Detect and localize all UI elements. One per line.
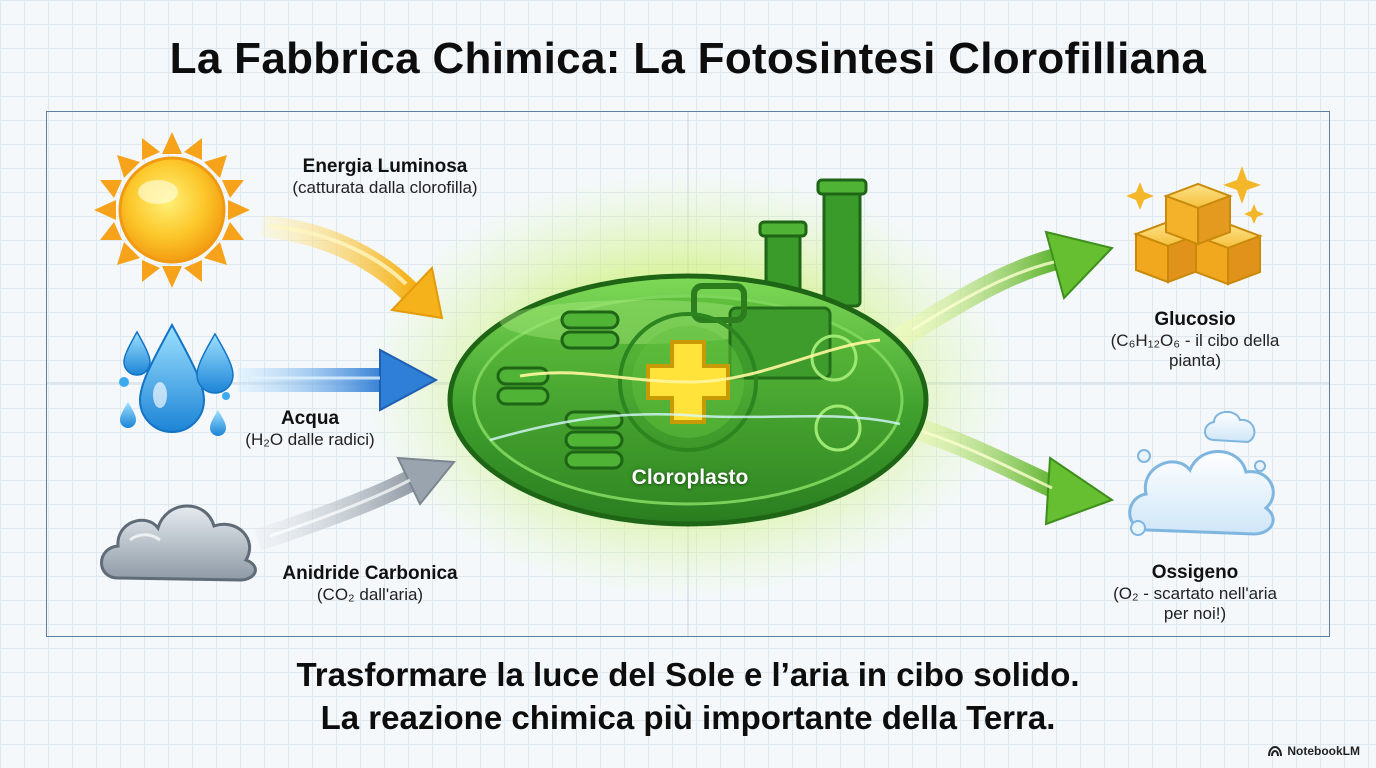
co2-name: Anidride Carbonica xyxy=(282,563,458,584)
water-name: Acqua xyxy=(280,408,340,429)
glucose-name: Glucosio xyxy=(1154,309,1236,330)
label-co2: Anidride Carbonica (CO₂ dall'aria) xyxy=(250,563,490,605)
glucose-detail-1: (C₆H₁₂O₆ - il cibo della xyxy=(1110,331,1280,350)
oxygen-name: Ossigeno xyxy=(1151,562,1239,583)
brand-watermark: NotebookLM xyxy=(1267,744,1360,758)
light-detail: (catturata dalla clorofilla) xyxy=(292,178,478,197)
arrow-light-in xyxy=(260,215,444,320)
oxygen-detail-1: (O₂ - scartato nell'aria xyxy=(1113,584,1277,603)
page-title: La Fabbrica Chimica: La Fotosintesi Clor… xyxy=(169,34,1207,83)
arrow-co2-in xyxy=(254,456,456,551)
oxygen-detail-2: per noi!) xyxy=(1163,604,1227,623)
chloroplast-label: Cloroplasto xyxy=(631,466,749,489)
label-light: Energia Luminosa (catturata dalla clorof… xyxy=(250,156,520,198)
notebooklm-logo-icon xyxy=(1268,745,1283,757)
label-glucose: Glucosio (C₆H₁₂O₆ - il cibo della pianta… xyxy=(1080,309,1310,371)
water-drop-icon xyxy=(119,322,234,436)
glucose-cubes-icon xyxy=(1126,166,1264,286)
co2-cloud-icon xyxy=(100,504,257,582)
diagram-frame xyxy=(46,111,1330,637)
sun-icon xyxy=(94,132,250,288)
brand-name: NotebookLM xyxy=(1287,744,1360,758)
co2-detail: (CO₂ dall'aria) xyxy=(316,585,424,604)
glucose-detail-2: pianta) xyxy=(1169,351,1221,370)
water-detail: (H₂O dalle radici) xyxy=(245,430,375,449)
light-name: Energia Luminosa xyxy=(302,156,468,177)
arrow-glucose-out xyxy=(894,230,1114,348)
label-water: Acqua (H₂O dalle radici) xyxy=(210,408,410,450)
label-oxygen: Ossigeno (O₂ - scartato nell'aria per no… xyxy=(1080,562,1310,624)
arrow-water-in xyxy=(238,348,439,412)
chloroplast-icon xyxy=(447,178,929,527)
oxygen-cloud-icon xyxy=(1128,411,1275,536)
tagline-line-1: Trasformare la luce del Sole e l’aria in… xyxy=(296,656,1080,693)
tagline-line-2: La reazione chimica più importante della… xyxy=(320,699,1056,736)
